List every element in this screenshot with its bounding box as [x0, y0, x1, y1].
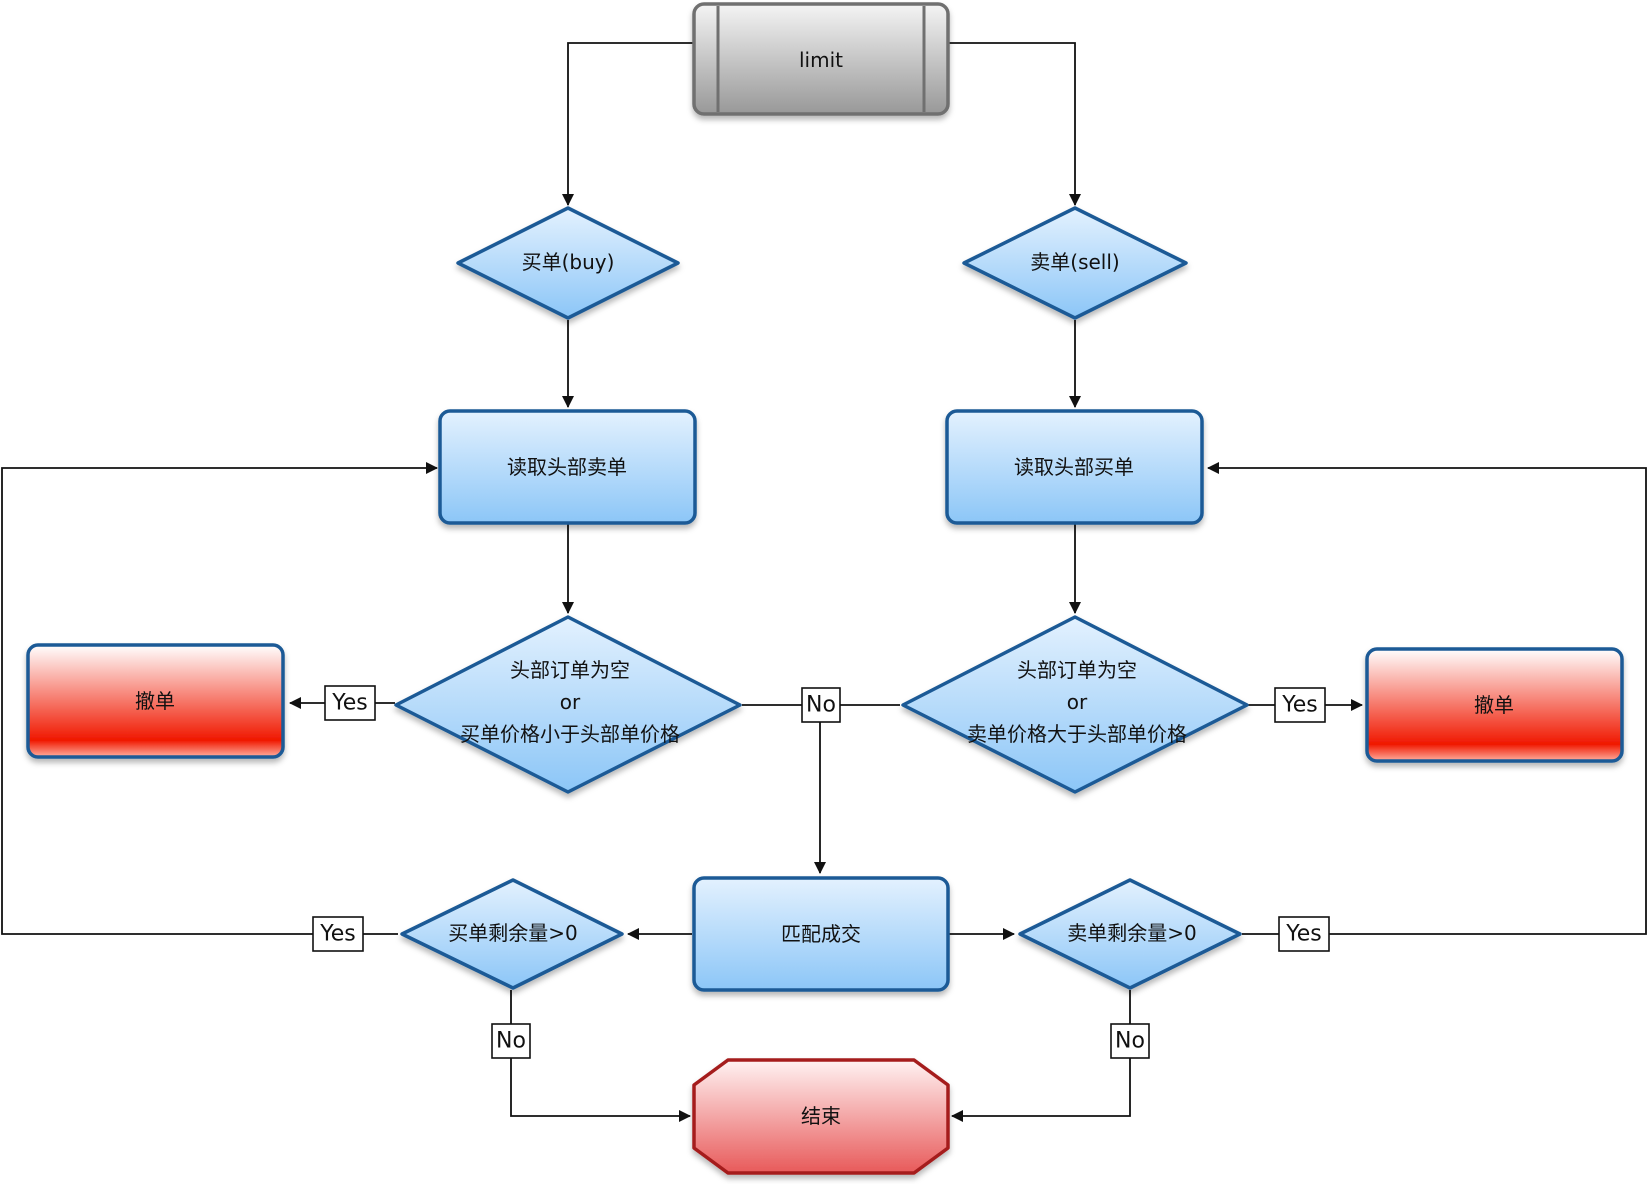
- edge-buyremain-loop: [1, 462, 438, 935]
- edge-label-yes-buy-loop: Yes: [312, 916, 364, 952]
- edge-label-no-sell-end: No: [1110, 1023, 1150, 1059]
- node-read-buy-head: [945, 409, 1204, 525]
- svg-text:Yes: Yes: [1285, 922, 1322, 947]
- node-cancel-left-label: 撤单: [135, 689, 175, 713]
- node-buy-check: [394, 615, 742, 794]
- node-sell-check: [901, 615, 1249, 794]
- edge-limit-to-sell: [948, 42, 1081, 206]
- node-read-sell-head: [438, 409, 697, 525]
- edges: [1, 42, 1647, 1122]
- node-sell-remain-label: 卖单剩余量>0: [1067, 921, 1196, 945]
- svg-text:No: No: [806, 693, 836, 718]
- node-buy-check-line1: 头部订单为空: [510, 658, 630, 682]
- edge-label-yes-cancel-right: Yes: [1274, 687, 1326, 723]
- edge-sellremain-loop: [1207, 462, 1647, 935]
- svg-text:Yes: Yes: [1281, 693, 1318, 718]
- node-sell-remain: [1018, 878, 1242, 990]
- node-cancel-right: [1365, 647, 1624, 763]
- node-match: [692, 876, 950, 992]
- edge-sellremain-to-end: [951, 990, 1131, 1122]
- node-buy: [456, 206, 680, 320]
- node-cancel-right-label: 撤单: [1474, 693, 1514, 717]
- node-cancel-left: [26, 643, 285, 759]
- node-buy-check-line3: 买单价格小于头部单价格: [460, 722, 680, 746]
- node-buy-check-line2: or: [560, 690, 581, 714]
- edge-label-no-buy-end: No: [491, 1023, 531, 1059]
- edge-label-yes-sell-loop: Yes: [1278, 916, 1330, 952]
- node-sell-check-line1: 头部订单为空: [1017, 658, 1137, 682]
- node-buy-remain: [400, 878, 624, 990]
- edge-buyremain-to-end: [510, 990, 691, 1122]
- svg-text:Yes: Yes: [331, 691, 368, 716]
- node-buy-label: 买单(buy): [522, 250, 615, 274]
- node-limit: [692, 2, 950, 116]
- edge-label-yes-cancel-left: Yes: [324, 685, 376, 721]
- node-sell-check-line3: 卖单价格大于头部单价格: [967, 722, 1187, 746]
- node-match-label: 匹配成交: [781, 922, 861, 946]
- edge-label-no-match: No: [801, 687, 841, 723]
- svg-text:No: No: [496, 1029, 526, 1054]
- node-end: [692, 1058, 950, 1175]
- node-sell-label: 卖单(sell): [1030, 250, 1119, 274]
- node-read-buy-head-label: 读取头部买单: [1014, 455, 1134, 479]
- svg-text:No: No: [1115, 1029, 1145, 1054]
- node-limit-label: limit: [799, 48, 843, 72]
- node-sell: [962, 206, 1188, 320]
- node-end-label: 结束: [801, 1104, 841, 1128]
- svg-text:Yes: Yes: [319, 922, 356, 947]
- node-read-sell-head-label: 读取头部卖单: [507, 455, 627, 479]
- node-sell-check-line2: or: [1067, 690, 1088, 714]
- node-buy-remain-label: 买单剩余量>0: [448, 921, 577, 945]
- edge-limit-to-buy: [562, 42, 695, 206]
